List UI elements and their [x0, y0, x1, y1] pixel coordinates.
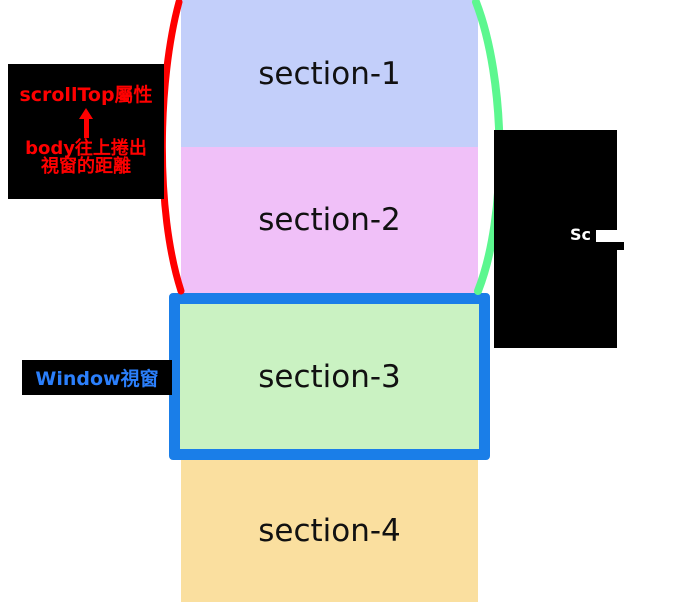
- section-4-label: section-4: [258, 513, 401, 549]
- right-scroll-annotation: Sc: [494, 130, 660, 348]
- right-scroll-label: Sc: [570, 225, 592, 244]
- left-red-bracket-icon: [158, 0, 185, 295]
- scrolltop-body-line-1: body往上捲出: [25, 137, 147, 159]
- redaction-blob-secondary: [580, 242, 624, 250]
- scrolltop-annotation: scrollTop屬性 body往上捲出 視窗的距離: [8, 64, 164, 199]
- scrolltop-heading: scrollTop屬性: [19, 83, 153, 106]
- window-viewport-label: Window視窗: [35, 368, 159, 390]
- section-block-1: section-1: [181, 0, 478, 147]
- section-block-2: section-2: [181, 147, 478, 293]
- section-block-3-viewport: section-3: [169, 293, 490, 460]
- up-arrow-icon: [75, 107, 97, 138]
- redaction-blob: [596, 230, 660, 244]
- scrolltop-body-line-2: 視窗的距離: [41, 156, 131, 178]
- section-3-label: section-3: [258, 358, 401, 395]
- window-viewport-annotation: Window視窗: [22, 360, 172, 395]
- section-1-label: section-1: [258, 55, 401, 92]
- section-2-label: section-2: [258, 202, 401, 238]
- section-block-4: section-4: [181, 460, 478, 602]
